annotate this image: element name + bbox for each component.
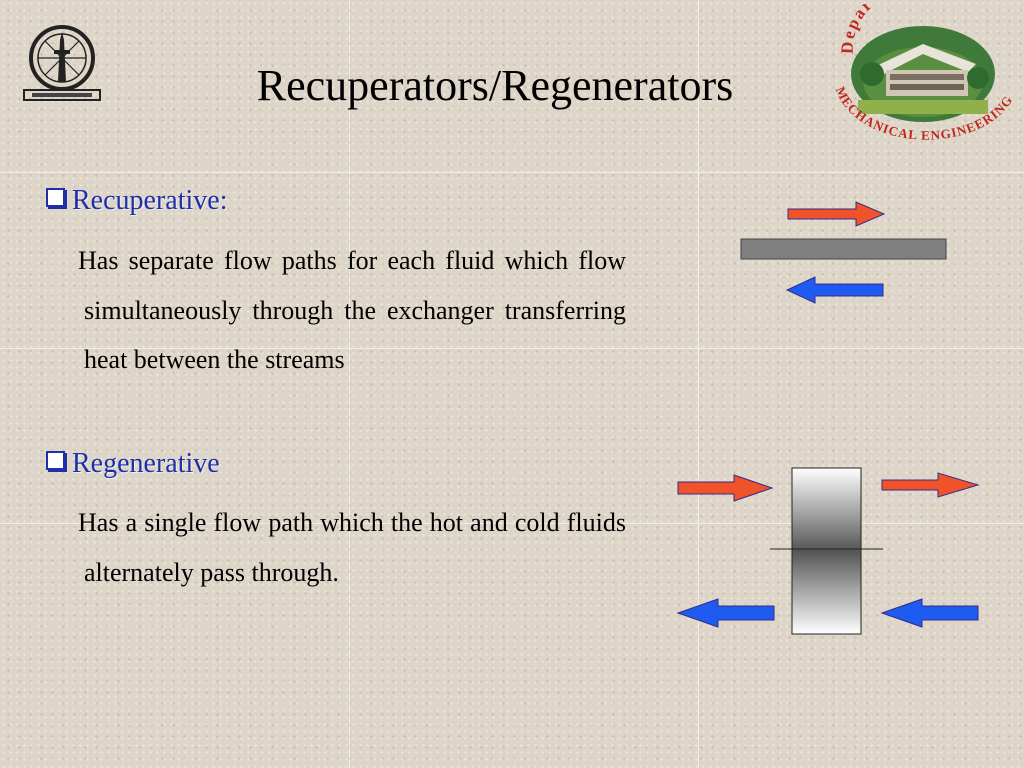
grid-line xyxy=(698,0,699,768)
cold-flow-arrow-icon xyxy=(785,276,884,304)
page-title: Recuperators/Regenerators xyxy=(256,61,734,110)
regenerator-matrix xyxy=(791,467,862,635)
cold-flow-in-arrow-icon xyxy=(880,598,979,628)
section-heading-recuperative: Recuperative: xyxy=(46,185,227,217)
grid-line xyxy=(0,172,1024,173)
section-heading-regenerative: Regenerative xyxy=(46,448,220,480)
section-body-regenerative: Has a single flow path which the hot and… xyxy=(78,508,626,587)
hot-flow-arrow-icon xyxy=(787,201,886,227)
checkbox-bullet-icon xyxy=(46,451,65,470)
checkbox-bullet-icon xyxy=(46,188,65,207)
section-body-recuperative: Has separate flow paths for each fluid w… xyxy=(78,246,626,374)
regenerator-diagram xyxy=(676,467,980,635)
separating-wall xyxy=(740,238,947,260)
hot-flow-out-arrow-icon xyxy=(881,472,980,498)
section-heading-label: Recuperative: xyxy=(72,185,228,216)
recuperator-diagram xyxy=(740,201,947,304)
institute-seal-logo xyxy=(23,25,101,101)
department-logo: Department Of MECHANICAL ENGINEERING xyxy=(833,4,1015,143)
section-heading-label: Regenerative xyxy=(72,448,220,479)
cold-flow-out-arrow-icon xyxy=(676,598,775,628)
grid-line xyxy=(0,523,1024,524)
grid-line xyxy=(0,348,1024,349)
grid-line xyxy=(349,0,350,768)
hot-flow-in-arrow-icon xyxy=(677,474,774,502)
